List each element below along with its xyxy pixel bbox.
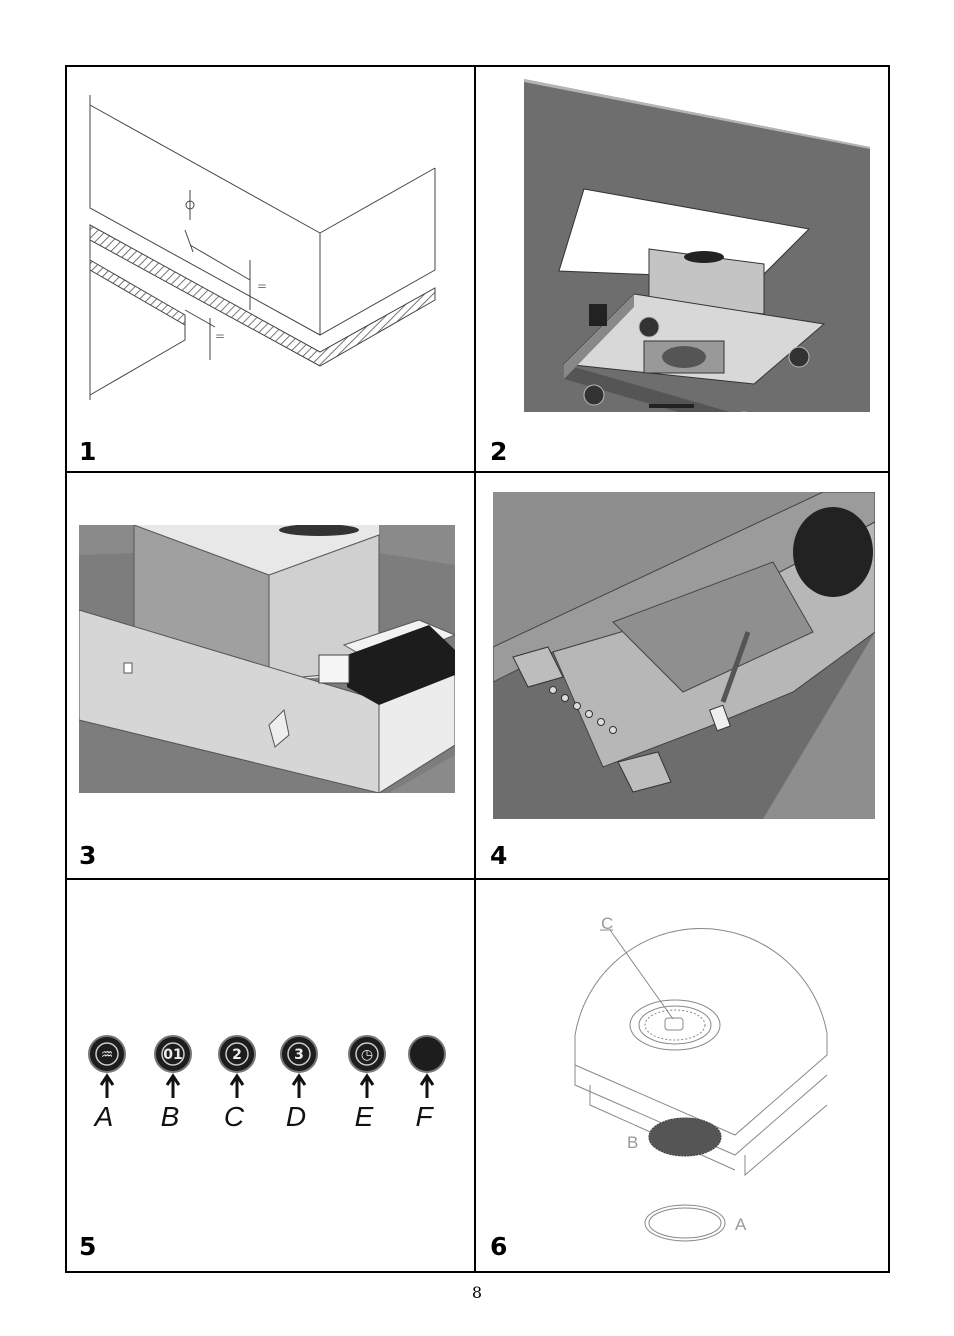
svg-text:=: = bbox=[257, 279, 267, 293]
figure-1-drawing: = = bbox=[85, 90, 445, 410]
figure-4-render bbox=[493, 492, 875, 819]
control-button-letter: D bbox=[286, 1101, 306, 1132]
blank-button-icon bbox=[409, 1036, 445, 1072]
figure-number: 3 bbox=[79, 843, 96, 868]
arrow-up-icon bbox=[101, 1076, 113, 1098]
arrow-up-icon bbox=[361, 1076, 373, 1098]
figure-6-drawing: C B A bbox=[565, 915, 840, 1250]
arrow-up-icon bbox=[293, 1076, 305, 1098]
figure-number: 4 bbox=[490, 843, 507, 868]
arrow-up-icon bbox=[231, 1076, 243, 1098]
control-button-e: ◷E bbox=[349, 1036, 385, 1132]
figure-number: 6 bbox=[490, 1234, 507, 1259]
arrow-up-icon bbox=[167, 1076, 179, 1098]
arrow-up-icon bbox=[421, 1076, 433, 1098]
detail-label-b: B bbox=[627, 1133, 638, 1152]
figure-number: 1 bbox=[79, 439, 96, 464]
svg-text:=: = bbox=[215, 329, 225, 343]
control-button-symbol: ◷ bbox=[361, 1047, 373, 1063]
control-button-f: F bbox=[409, 1036, 445, 1132]
control-button-b: 01B bbox=[155, 1036, 191, 1132]
control-button-letter: C bbox=[224, 1101, 245, 1132]
control-button-letter: E bbox=[355, 1101, 374, 1132]
control-button-symbol: ♒ bbox=[101, 1047, 114, 1063]
detail-label-c: C bbox=[601, 915, 613, 933]
page-number: 8 bbox=[0, 1283, 954, 1302]
control-button-symbol: 2 bbox=[232, 1047, 242, 1063]
control-button-letter: A bbox=[93, 1101, 114, 1132]
grid-divider-row-2 bbox=[65, 878, 890, 880]
control-button-d: 3D bbox=[281, 1036, 317, 1132]
figure-number: 2 bbox=[490, 439, 507, 464]
control-button-a: ♒A bbox=[89, 1036, 125, 1132]
detail-label-a: A bbox=[735, 1215, 747, 1234]
figure-2-render bbox=[524, 79, 870, 412]
control-button-letter: F bbox=[415, 1101, 434, 1132]
control-button-symbol: 01 bbox=[163, 1047, 182, 1063]
control-button-c: 2C bbox=[219, 1036, 255, 1132]
grid-divider-row-1 bbox=[65, 471, 890, 473]
figure-number: 5 bbox=[79, 1234, 96, 1259]
control-button-symbol: 3 bbox=[294, 1047, 304, 1063]
figure-3-render bbox=[79, 525, 455, 793]
grid-divider-vertical bbox=[474, 65, 476, 1273]
control-button-letter: B bbox=[161, 1101, 180, 1132]
